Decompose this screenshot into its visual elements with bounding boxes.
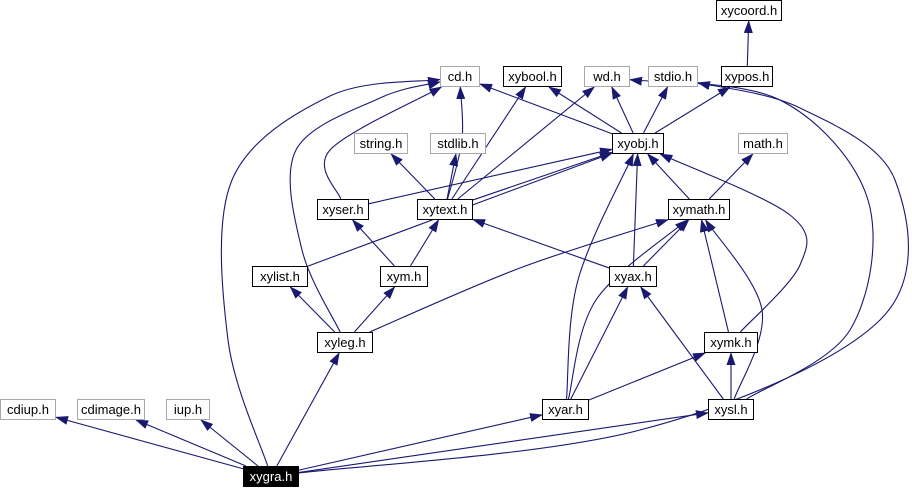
edge-xytext-h-includes-wd-h <box>457 86 595 200</box>
node-xymk-h[interactable]: xymk.h <box>704 332 758 353</box>
edge-xysl-h-includes-xymath-h <box>705 219 764 400</box>
edge-xysl-h-includes-xyax-h <box>640 286 724 400</box>
edge-xyleg-h-includes-cd-h <box>289 80 441 333</box>
edge-xyser-h-includes-xyobj-h <box>368 147 613 205</box>
edge-xyleg-h-includes-xymath-h <box>369 219 669 333</box>
edge-xyar-h-includes-xyobj-h <box>565 153 634 400</box>
edge-xyleg-h-includes-xylist-h <box>289 286 336 333</box>
node-stdlib-h: stdlib.h <box>430 133 486 154</box>
node-xyax-h[interactable]: xyax.h <box>609 266 657 287</box>
edge-xygra-h-includes-stdio-h <box>298 81 909 474</box>
node-xylist-h[interactable]: xylist.h <box>252 266 308 287</box>
edge-xytext-h-includes-stdlib-h <box>446 153 459 200</box>
edge-xyar-h-includes-xymath-h <box>567 219 688 400</box>
node-xysl-h[interactable]: xysl.h <box>708 399 754 420</box>
edge-xyar-h-includes-xymk-h <box>588 352 706 401</box>
edge-xytext-h-includes-string-h <box>390 153 436 200</box>
edge-xymath-h-includes-xyobj-h <box>647 153 690 200</box>
node-xyar-h[interactable]: xyar.h <box>542 399 589 420</box>
node-xyser-h[interactable]: xyser.h <box>317 199 369 220</box>
edge-xyobj-h-includes-cd-h <box>479 83 613 135</box>
edge-xyax-h-includes-xytext-h <box>472 218 610 269</box>
edge-xygra-h-includes-cd-h <box>220 76 441 467</box>
edge-xym-h-includes-xyser-h <box>351 219 395 267</box>
edge-xyobj-h-includes-stdio-h <box>642 86 669 134</box>
node-xym-h[interactable]: xym.h <box>380 266 428 287</box>
node-stdio-h: stdio.h <box>648 66 698 87</box>
edge-xyar-h-includes-xyax-h <box>570 286 629 400</box>
node-xybool-h[interactable]: xybool.h <box>503 66 562 87</box>
edge-xygra-h-includes-cdiup-h <box>55 416 244 470</box>
node-xypos-h[interactable]: xypos.h <box>721 66 773 87</box>
edge-xyax-h-includes-xyobj-h <box>632 153 642 267</box>
node-math-h: math.h <box>738 133 788 154</box>
edge-xymk-h-includes-xyobj-h <box>659 153 808 333</box>
edge-xygra-h-includes-xyleg-h <box>276 352 340 467</box>
node-xycoord-h[interactable]: xycoord.h <box>716 0 782 21</box>
edge-xyobj-h-includes-xybool-h <box>548 86 622 134</box>
node-xygra-h[interactable]: xygra.h <box>243 466 299 487</box>
node-xymath-h[interactable]: xymath.h <box>668 199 730 220</box>
edge-xyobj-h-includes-xypos-h <box>654 86 731 134</box>
edge-xyser-h-includes-cd-h <box>323 86 443 200</box>
node-wd-h: wd.h <box>584 66 630 87</box>
edge-xytext-h-includes-xyobj-h <box>472 151 613 201</box>
edge-xygra-h-includes-xyar-h <box>298 413 543 471</box>
edge-xygra-h-includes-iup-h <box>200 419 259 467</box>
edge-xymk-h-includes-xymath-h <box>699 219 730 333</box>
node-xyleg-h[interactable]: xyleg.h <box>317 332 373 353</box>
edge-xyobj-h-includes-wd-h <box>611 86 634 134</box>
node-cdiup-h: cdiup.h <box>0 399 56 420</box>
edge-xypos-h-includes-xycoord-h <box>743 20 753 67</box>
node-cd-h: cd.h <box>440 66 480 87</box>
edge-xyleg-h-includes-xym-h <box>353 286 396 333</box>
node-string-h: string.h <box>354 133 408 154</box>
edge-xyax-h-includes-xymath-h <box>642 219 690 267</box>
node-xyobj-h[interactable]: xyobj.h <box>612 133 664 154</box>
node-cdimage-h: cdimage.h <box>77 399 145 420</box>
edge-xygra-h-includes-xysl-h <box>298 410 709 473</box>
node-xytext-h[interactable]: xytext.h <box>417 199 473 220</box>
node-iup-h: iup.h <box>166 399 210 420</box>
edge-xymath-h-includes-math-h <box>708 153 754 200</box>
edge-xygra-h-includes-cdimage-h <box>135 419 247 467</box>
edge-xytext-h-includes-xybool-h <box>451 86 527 200</box>
edge-xym-h-includes-xytext-h <box>409 219 440 267</box>
